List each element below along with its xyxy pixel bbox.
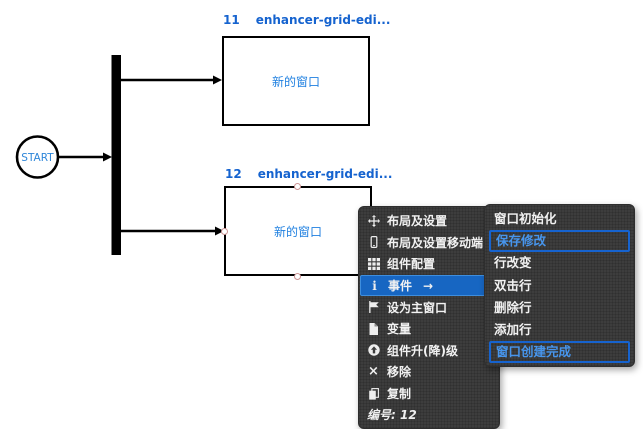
flag-icon: [367, 301, 380, 314]
submenu-item-row-add[interactable]: 添加行: [494, 321, 532, 337]
window-12-body-text: 新的窗口: [273, 224, 322, 239]
menu-item-layout-settings-mobile[interactable]: 布局及设置移动端: [359, 232, 499, 254]
menu-item-label: 布局及设置: [387, 214, 448, 229]
menu-item-component-config[interactable]: 组件配置: [359, 253, 499, 275]
submenu-item-row-change[interactable]: 行改变: [494, 255, 532, 271]
menu-item-copy[interactable]: 复制: [359, 383, 499, 405]
window-12-name[interactable]: enhancer-grid-edi...: [257, 167, 393, 181]
menu-item-label: 事件: [388, 279, 413, 294]
menu-item-remove[interactable]: × 移除: [359, 361, 499, 383]
connector-start-to-fork: [58, 152, 112, 162]
start-node[interactable]: START: [15, 135, 60, 179]
close-icon: ×: [368, 363, 379, 379]
submenu-item-window-init[interactable]: 窗口初始化: [494, 211, 557, 226]
context-menu: 布局及设置 布局及设置移动端 组件配置 i 事件 → 设为主窗口: [358, 206, 500, 429]
menu-item-variables[interactable]: 变量: [359, 318, 499, 340]
menu-item-label: 组件升(降)级: [387, 343, 458, 358]
menu-item-layout-settings[interactable]: 布局及设置: [359, 210, 499, 232]
info-icon: i: [372, 278, 377, 293]
arrow-up-circle-icon: [367, 344, 380, 357]
connector-fork-to-window-11: [121, 75, 222, 85]
connection-handle-top[interactable]: [294, 183, 301, 190]
menu-item-label: 变量: [387, 322, 412, 337]
move-icon: [367, 214, 380, 227]
copy-icon: [367, 387, 380, 400]
window-node-11[interactable]: 新的窗口: [222, 36, 370, 126]
connector-fork-to-window-12: [121, 226, 224, 236]
menu-item-label: 设为主窗口: [387, 300, 448, 315]
start-node-label: START: [21, 152, 54, 164]
menu-footer-number: 编号: 12: [367, 408, 417, 423]
menu-item-events[interactable]: i 事件 →: [360, 274, 498, 297]
window-12-title: 12 enhancer-grid-edi...: [225, 167, 392, 181]
menu-item-label: 组件配置: [387, 257, 436, 272]
submenu-item-row-dblclick[interactable]: 双击行: [494, 277, 532, 293]
menu-item-set-main-window[interactable]: 设为主窗口: [359, 296, 499, 318]
mobile-icon: [367, 236, 380, 249]
window-11-body-text: 新的窗口: [271, 74, 320, 89]
connection-handle-bottom[interactable]: [294, 273, 301, 280]
window-node-12[interactable]: 新的窗口: [224, 186, 372, 276]
window-11-name[interactable]: enhancer-grid-edi...: [255, 13, 391, 27]
events-submenu: 窗口初始化 保存修改 行改变 双击行 删除行 添加行 窗口创建完成: [484, 204, 635, 368]
submenu-arrow-icon: →: [423, 278, 434, 293]
menu-item-label: 移除: [387, 365, 412, 380]
connection-handle-left[interactable]: [221, 228, 228, 235]
submenu-item-window-created[interactable]: 窗口创建完成: [489, 341, 630, 364]
document-icon: [367, 322, 380, 335]
menu-item-label: 复制: [387, 387, 412, 402]
window-11-title: 11 enhancer-grid-edi...: [223, 13, 390, 27]
grid-icon: [367, 257, 380, 270]
menu-item-label: 布局及设置移动端: [387, 235, 484, 250]
menu-item-component-promote[interactable]: 组件升(降)级: [359, 340, 499, 362]
window-11-id: 11: [223, 13, 240, 27]
window-12-id: 12: [225, 167, 242, 181]
submenu-item-save-changes[interactable]: 保存修改: [489, 230, 630, 253]
fork-bar[interactable]: [111, 55, 122, 255]
submenu-item-row-delete[interactable]: 删除行: [494, 299, 532, 315]
